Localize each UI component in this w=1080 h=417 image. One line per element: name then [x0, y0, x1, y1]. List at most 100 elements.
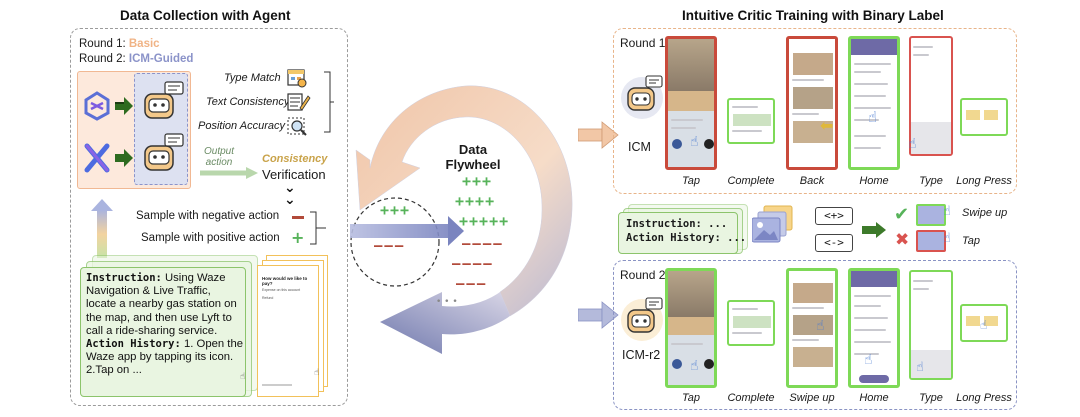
robot-icon: [144, 81, 184, 119]
positive-op-button: <+>: [815, 207, 853, 225]
arrow-icon: [115, 149, 133, 167]
minus-icon: [292, 216, 304, 219]
inner-negative-marks: ———: [374, 238, 406, 254]
negative-row-3: ———: [456, 276, 488, 292]
positive-row-2: ++++: [455, 192, 496, 210]
round2-screen-long-press: [960, 304, 1008, 342]
history-label: Action History:: [86, 338, 181, 351]
round1-screen-back: [786, 36, 838, 170]
negative-image-icon: [916, 230, 946, 252]
round1-screen-tap: [665, 36, 717, 170]
positive-sample-label: Sample with positive action: [141, 232, 280, 244]
arrow-icon: [115, 97, 133, 115]
history-text: 1. Open the Waze app by tapping its icon…: [86, 338, 244, 377]
round2-caption-long-press: Long Press: [956, 392, 1012, 404]
text-consistency-icon: [287, 93, 311, 111]
round1-screen-type: [909, 36, 953, 156]
negative-row-1: ————: [462, 236, 504, 252]
mid-instruction-card: [618, 212, 738, 254]
flywheel-label: Data Flywheel: [443, 142, 503, 172]
round2-label: Round 2:: [79, 53, 129, 65]
inner-positive-marks: +++: [380, 201, 411, 219]
round2-line: Round 2: ICM-Guided: [79, 53, 193, 65]
home-hand-icon: ☝: [868, 108, 878, 126]
tap-hand-icon: ☝: [943, 231, 951, 246]
hand-icon: ☝: [240, 372, 246, 382]
swipe-up-label: Swipe up: [962, 207, 1008, 219]
mid-history: Action History: ...: [626, 232, 747, 244]
data-collection-panel: [70, 28, 348, 406]
round2-caption-type: Type: [919, 392, 943, 404]
phone-option-2: Refund: [262, 296, 274, 300]
instruction-card: [80, 267, 246, 397]
round1-caption-type: Type: [919, 175, 943, 187]
icm-label: ICM: [628, 140, 651, 154]
negative-sample-label: Sample with negative action: [136, 210, 280, 222]
round1-screen-complete: [727, 98, 775, 144]
round2-screen-swipe-up: [786, 268, 838, 388]
type-hand-icon: ☝: [916, 360, 924, 375]
round1-screen-long-press: [960, 98, 1008, 136]
round2-screen-home: [848, 268, 900, 388]
image-stack-icon: [752, 205, 793, 243]
check-icons: [287, 69, 334, 136]
instruction-label: Instruction:: [86, 272, 162, 284]
icm-robot-icon: [621, 75, 663, 119]
round1-caption-long-press: Long Press: [956, 175, 1012, 187]
round1-caption-home: Home: [859, 175, 889, 187]
round2-value: ICM-Guided: [128, 53, 194, 65]
round2-title: Round 2: [620, 268, 666, 282]
check-text-consistency: Text Consistency: [206, 96, 290, 108]
agent-logo-icon: [84, 91, 110, 121]
phone-question: How would we like to pay?: [262, 276, 308, 286]
round1-caption-complete: Complete: [727, 175, 775, 187]
icm-r2-label: ICM-r2: [622, 348, 661, 362]
hand-icon: ☝: [314, 368, 320, 378]
round2-caption-tap: Tap: [682, 392, 700, 404]
tap-label: Tap: [962, 235, 980, 247]
robot-icon: [144, 133, 184, 171]
round1-caption-tap: Tap: [682, 175, 700, 187]
round1-title: Round 1: [620, 36, 666, 50]
action-label: action: [205, 157, 233, 168]
tap-hand-icon: ☝: [690, 358, 699, 374]
round2-screen-type: [909, 270, 953, 380]
agent-x-logo-icon: [84, 143, 110, 173]
long-press-hand-icon: ☝: [980, 318, 988, 332]
round1-caption-back: Back: [799, 175, 825, 187]
arrow-to-round2-icon: [578, 301, 619, 329]
round2-panel: [613, 260, 1017, 410]
round1-label: Round 1:: [79, 38, 129, 50]
agent-diagram: [84, 81, 184, 173]
check-type-match: Type Match: [224, 72, 281, 84]
output-label: Output: [204, 146, 235, 157]
round2-screen-complete: [727, 300, 775, 346]
output-arrow-icon: [200, 167, 258, 179]
more-dots: • • •: [436, 297, 458, 307]
green-arrow-icon: [862, 222, 886, 238]
phone-screen: How would we like to pay? Expense on thi…: [257, 265, 319, 397]
output-action-label: Output action: [204, 146, 234, 168]
instruction-text-block: Instruction: Using Waze Navigation & Liv…: [86, 272, 244, 378]
round1-value: Basic: [128, 38, 160, 50]
round2-caption-swipe-up: Swipe up: [789, 392, 835, 404]
right-panel-title: Intuitive Critic Training with Binary La…: [682, 8, 944, 23]
phone-option-1: Expense on this account: [262, 288, 301, 292]
position-accuracy-icon: [287, 117, 307, 136]
sample-bracket: [310, 211, 326, 245]
swipe-hand-icon: ☝: [943, 204, 951, 219]
type-hand-icon: ☝: [908, 136, 917, 152]
tap-hand-icon: ☝: [690, 134, 699, 150]
check-icon: ✔: [894, 204, 910, 225]
round2-caption-complete: Complete: [727, 392, 775, 404]
swipe-hand-icon: ☝: [816, 318, 825, 334]
round1-screen-home: [848, 36, 900, 170]
home-hand-icon: ☝: [864, 352, 873, 368]
chevron-down-icon: ⌄⌄: [284, 180, 296, 208]
arrow-to-round1-icon: [578, 121, 619, 149]
flywheel-label-line1: Data: [458, 142, 488, 157]
back-arrow-icon: ⬅: [820, 116, 834, 135]
positive-image-icon: [916, 204, 946, 226]
round2-caption-home: Home: [859, 392, 889, 404]
plus-icon: +: [291, 228, 305, 247]
